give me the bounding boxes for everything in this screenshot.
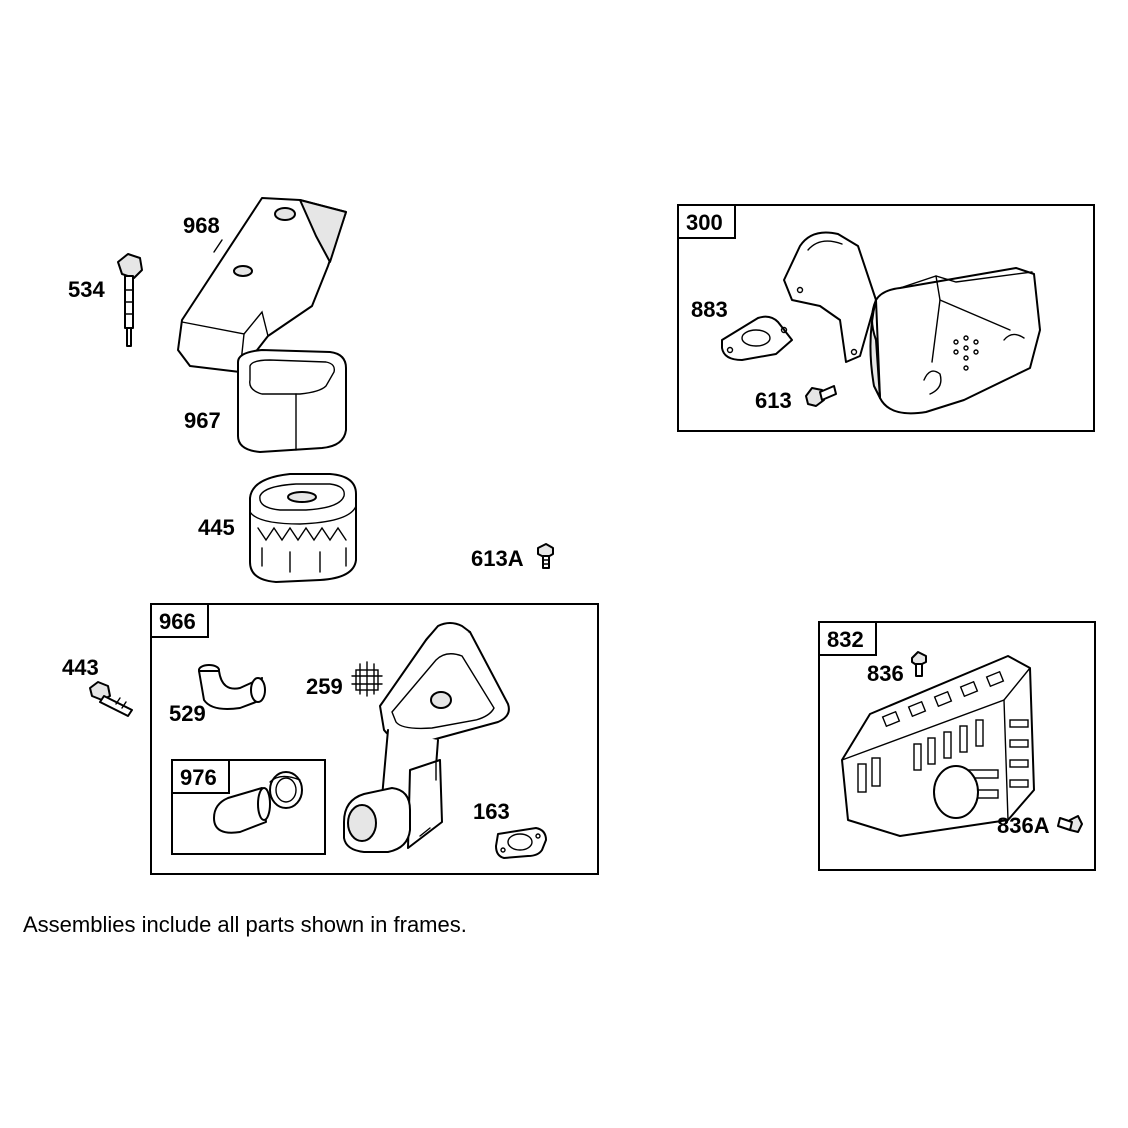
label-529: 529 [169,701,206,726]
frame-832-number: 832 [827,627,864,652]
part-613-drawing [805,385,837,407]
part-163-drawing [495,827,547,859]
frame-976-number: 976 [180,765,217,790]
label-613a: 613A [471,546,524,571]
label-613: 613 [755,388,792,413]
part-443-drawing [89,681,133,717]
part-445-drawing [249,473,357,583]
frame-966: 966 [150,603,599,875]
assemblies-note: Assemblies include all parts shown in fr… [23,912,467,937]
part-836-drawing [911,651,927,677]
part-534-drawing [117,253,143,347]
label-836a: 836A [997,813,1050,838]
part-613a-drawing [537,543,554,569]
part-259-drawing [351,661,383,697]
label-836: 836 [867,661,904,686]
label-163: 163 [473,799,510,824]
part-976-drawing [213,771,303,834]
part-968-drawing [177,197,347,373]
muffler-300-drawing [783,231,1041,415]
muffler-vent-pattern [953,335,979,371]
heat-shield-slots [857,670,1029,799]
label-967: 967 [184,408,221,433]
frame-300-number: 300 [686,210,723,235]
label-259: 259 [306,674,343,699]
air-cleaner-base-drawing [343,622,510,853]
part-967-drawing [237,349,347,453]
part-883-drawing [721,315,793,361]
frame-300: 300 [677,204,1095,432]
label-883: 883 [691,297,728,322]
label-968: 968 [183,213,220,238]
label-443: 443 [62,655,99,680]
frame-976: 976 [171,759,326,855]
label-534: 534 [68,277,105,302]
part-836a-drawing [1057,815,1083,833]
label-445: 445 [198,515,235,540]
frame-966-number: 966 [159,609,196,634]
frame-832: 832 [818,621,1096,871]
part-529-drawing [198,664,266,710]
heat-shield-832-drawing [841,655,1035,837]
